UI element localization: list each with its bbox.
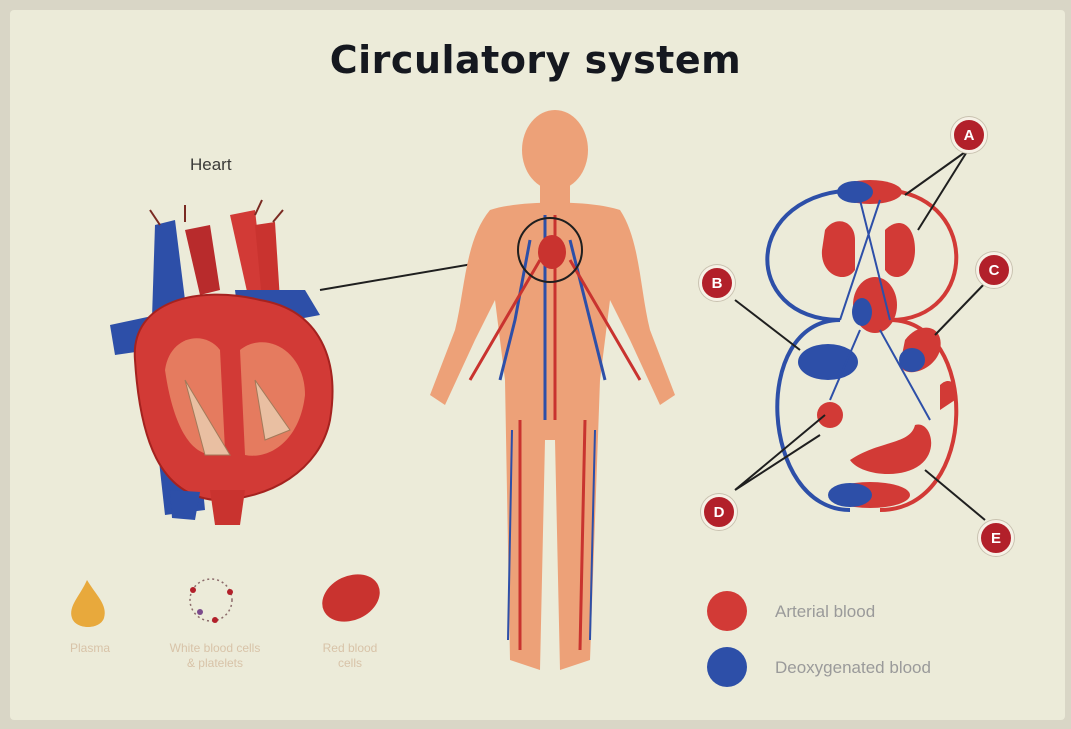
white-cells-label: White blood cells & platelets bbox=[150, 641, 280, 671]
white-blood-cell-icon bbox=[190, 579, 232, 621]
legend-deoxygenated-label: Deoxygenated blood bbox=[775, 658, 931, 678]
plasma-drop-icon bbox=[71, 580, 105, 627]
marker-b: B bbox=[699, 265, 735, 301]
deoxygenated-swatch bbox=[707, 647, 747, 687]
page-title: Circulatory system bbox=[0, 38, 1071, 82]
arterial-swatch bbox=[707, 591, 747, 631]
heart-illustration bbox=[110, 200, 332, 525]
legend-arterial-label: Arterial blood bbox=[775, 602, 875, 622]
heart-label: Heart bbox=[190, 155, 232, 175]
plasma-label: Plasma bbox=[45, 641, 135, 656]
marker-e: E bbox=[978, 520, 1014, 556]
marker-c: C bbox=[976, 252, 1012, 288]
marker-a: A bbox=[951, 117, 987, 153]
red-blood-cell-icon bbox=[315, 565, 388, 630]
circulation-schematic bbox=[735, 150, 988, 520]
red-cells-label: Red blood cells bbox=[305, 641, 395, 671]
marker-d: D bbox=[701, 494, 737, 530]
human-body-illustration bbox=[430, 110, 675, 670]
